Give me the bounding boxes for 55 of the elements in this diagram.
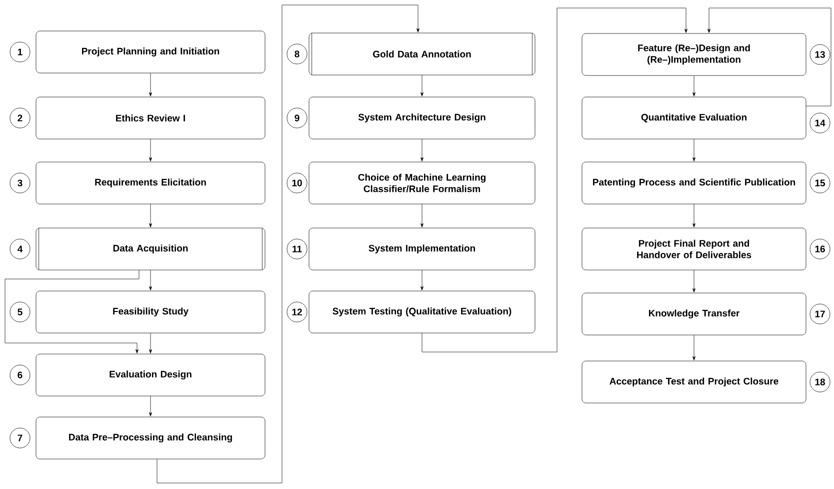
arrow: [692, 204, 696, 228]
arrow: [420, 270, 424, 290]
process-box: Evaluation Design: [36, 354, 266, 396]
callout-number: 15: [810, 172, 830, 194]
callout-number: 17: [810, 304, 830, 324]
arrow: [708, 8, 832, 106]
arrow: [420, 204, 424, 228]
callout-number: 8: [286, 44, 308, 64]
process-box: Ethics Review I: [36, 96, 266, 140]
arrow: [692, 335, 696, 360]
arrow: [4, 270, 140, 354]
callout-number: 18: [810, 372, 830, 392]
process-box: Knowledge Transfer: [582, 292, 806, 336]
arrow: [692, 139, 696, 162]
callout-number: 10: [286, 172, 308, 194]
arrow: [420, 75, 424, 96]
process-box: Choice of Machine Learning Classifier/Rule Formalism: [308, 162, 536, 204]
process-box: Requirements Elicitation: [36, 162, 266, 204]
process-box: Project Planning and Initiation: [36, 30, 266, 74]
arrow: [149, 73, 152, 96]
callout-number: 7: [10, 428, 30, 448]
callout-number: 2: [10, 108, 30, 128]
arrow: [692, 270, 696, 292]
callout-number: 9: [286, 108, 308, 128]
callout-number: 3: [10, 172, 30, 194]
callout-number: 11: [286, 238, 308, 260]
callout-number: 14: [810, 112, 830, 134]
process-box: Acceptance Test and Project Closure: [582, 360, 806, 404]
callout-number: 1: [10, 42, 30, 62]
process-box: Patenting Process and Scientific Publication: [582, 162, 806, 204]
process-box: Project Final Report and Handover of Deliverables: [582, 228, 806, 270]
arrow: [149, 204, 152, 228]
arrow: [422, 8, 688, 352]
callout-number: 5: [10, 302, 30, 322]
process-box: Quantitative Evaluation: [582, 96, 806, 140]
arrow: [149, 270, 152, 290]
callout-number: 13: [810, 44, 830, 65]
predefined-process-box: Data Acquisition: [36, 228, 266, 270]
callout-number: 16: [810, 238, 830, 260]
predefined-process-box: Gold Data Annotation: [308, 32, 536, 76]
callout-number: 4: [10, 238, 30, 260]
process-box: System Testing (Qualitative Evaluation): [308, 290, 536, 334]
callout-number: 12: [286, 302, 308, 322]
arrow: [420, 139, 424, 162]
arrow: [149, 333, 152, 354]
process-box: System Architecture Design: [308, 96, 536, 140]
arrow: [156, 4, 420, 484]
process-box: Feasibility Study: [36, 290, 266, 334]
process-box: System Implementation: [308, 228, 536, 270]
arrow: [149, 396, 152, 416]
callout-number: 6: [10, 364, 30, 386]
arrow: [149, 139, 152, 162]
process-box: Data Pre–Processing and Cleansing: [36, 416, 266, 460]
arrow: [692, 76, 696, 96]
process-box: Feature (Re–)Design and (Re–)Implementation: [582, 33, 806, 76]
